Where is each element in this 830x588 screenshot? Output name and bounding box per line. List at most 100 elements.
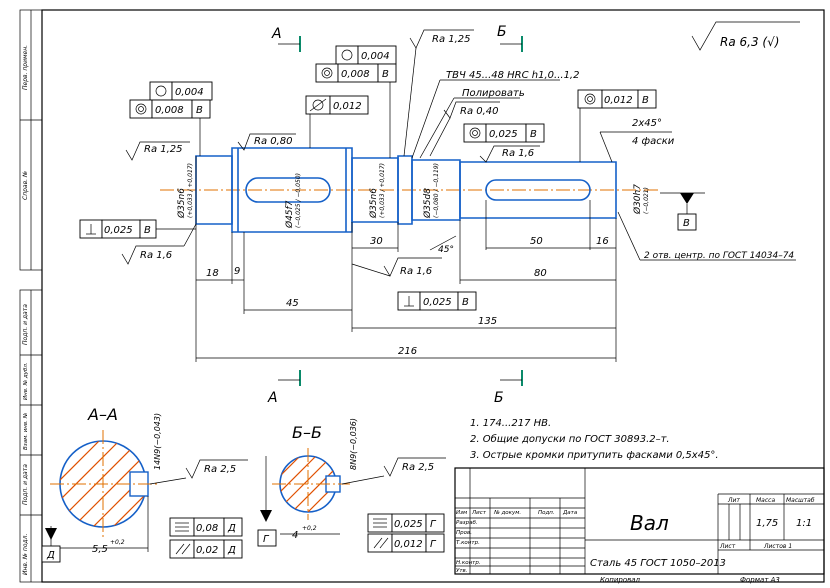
svg-text:0,02: 0,02 [196, 545, 218, 556]
svg-text:16: 16 [596, 236, 609, 247]
svg-text:30: 30 [370, 236, 383, 247]
tol-frame-6: 0,025 В [79, 219, 196, 239]
svg-text:0,012: 0,012 [394, 539, 423, 550]
svg-text:80: 80 [534, 268, 547, 279]
svg-text:0,08: 0,08 [196, 523, 218, 534]
svg-text:0,012: 0,012 [604, 95, 633, 106]
svg-text:Подп.: Подп. [538, 510, 555, 516]
svg-text:50: 50 [530, 236, 543, 247]
left-strip: Перв. примен. Справ. № Подп. и дата Инв.… [19, 9, 43, 583]
svg-text:Т.контр.: Т.контр. [456, 540, 480, 546]
strip-label-6: Подп. и дата [22, 464, 29, 505]
polish-note: Полировать [462, 88, 525, 99]
svg-text:Г: Г [430, 519, 437, 530]
svg-text:(−0,080 / −0,119): (−0,080 / −0,119) [433, 163, 440, 218]
svg-text:5,5: 5,5 [92, 544, 108, 555]
svg-text:Масса: Масса [756, 497, 775, 504]
svg-text:А–А: А–А [87, 405, 118, 424]
svg-text:+0,2: +0,2 [302, 525, 317, 532]
strip-label-2: Справ. № [22, 171, 29, 200]
svg-text:Ø35n6: Ø35n6 [176, 188, 187, 219]
svg-text:В: В [683, 218, 690, 229]
roughness-marks: Ra 1,25 Ra 1,25 Ra 0,80 Ra 0,40 Ra 1,6 R… [121, 29, 540, 277]
svg-text:0,025: 0,025 [423, 297, 452, 308]
tol-frame-4: 0,008 В [315, 63, 397, 158]
tol-frame-7: 0,012 В [577, 89, 657, 162]
title-block: Изм Лист № докум. Подп. Дата Разраб. Про… [454, 467, 825, 584]
svg-text:Копировал: Копировал [600, 576, 641, 584]
svg-text:Пров.: Пров. [456, 530, 472, 536]
scale-value: 1:1 [796, 518, 812, 529]
svg-text:Ra 2,5: Ra 2,5 [204, 464, 236, 475]
svg-text:0,025: 0,025 [394, 519, 423, 530]
svg-text:В: В [196, 105, 203, 116]
svg-text:Лит: Лит [727, 497, 740, 504]
svg-text:Ra 1,6: Ra 1,6 [400, 266, 432, 277]
svg-text:Формат А3: Формат А3 [740, 576, 780, 584]
section-marker-b-top: Б [497, 24, 523, 52]
heat-treatment-note: ТВЧ 45...48 HRC h1,0...1,2 [446, 70, 579, 81]
section-marker-b-bottom: Б [494, 370, 523, 406]
tol-frame-2: 0,008 В [129, 99, 211, 156]
svg-text:Ra 1,6: Ra 1,6 [502, 148, 534, 159]
general-roughness: Ra 6,3 (√) [691, 21, 800, 51]
process-notes: ТВЧ 45...48 HRC h1,0...1,2 Полировать 2x… [411, 70, 796, 261]
strip-label-4: Инв. № дубл. [23, 362, 29, 400]
svg-text:В: В [382, 69, 389, 80]
section-marker-a-top: А [271, 26, 301, 52]
svg-text:216: 216 [398, 346, 417, 357]
svg-text:(+0,033 / +0,017): (+0,033 / +0,017) [379, 163, 386, 218]
svg-text:Ra 0,40: Ra 0,40 [460, 106, 499, 117]
svg-text:18: 18 [206, 268, 219, 279]
svg-text:+0,2: +0,2 [110, 539, 125, 546]
svg-text:Д: Д [227, 523, 236, 534]
svg-text:Ra 1,25: Ra 1,25 [144, 144, 183, 155]
tol-frame-9: 0,025 В [397, 291, 477, 311]
datum-marker-v: В [660, 192, 705, 231]
svg-text:14N9(−0,043): 14N9(−0,043) [153, 413, 162, 470]
note-2: 2. Общие допуски по ГОСТ 30893.2–т. [470, 433, 670, 445]
svg-text:0,008: 0,008 [341, 69, 370, 80]
svg-text:45: 45 [286, 298, 299, 309]
note-1: 1. 174...217 HB. [470, 418, 551, 429]
svg-text:Лист: Лист [719, 543, 736, 550]
svg-text:(+0,033 / +0,017): (+0,033 / +0,017) [187, 163, 194, 218]
technical-notes: 1. 174...217 HB. 2. Общие допуски по ГОС… [470, 418, 719, 461]
strip-label-3: Подп. и дата [22, 304, 29, 345]
svg-text:Масштаб: Масштаб [786, 497, 815, 504]
tol-frame-8: 0,025 В [463, 123, 545, 143]
svg-text:0,004: 0,004 [361, 51, 390, 62]
strip-label-7: Инв. № подл. [22, 534, 29, 575]
svg-text:Ra 1,25: Ra 1,25 [432, 34, 471, 45]
svg-text:Утв.: Утв. [456, 568, 468, 574]
part-material: Сталь 45 ГОСТ 1050–2013 [590, 558, 726, 569]
svg-text:Листов 1: Листов 1 [763, 543, 792, 550]
svg-text:Ra 0,80: Ra 0,80 [254, 136, 293, 147]
part-name: Вал [630, 511, 669, 535]
svg-text:Ø35d8: Ø35d8 [422, 188, 433, 219]
svg-text:0,025: 0,025 [104, 225, 133, 236]
shaft-main-view [160, 147, 660, 233]
centers-note: 2 отв. центр. по ГОСТ 14034–74 [644, 251, 794, 261]
svg-text:4: 4 [292, 530, 298, 541]
svg-text:(−0,021): (−0,021) [643, 187, 650, 214]
svg-text:0,025: 0,025 [489, 129, 518, 140]
svg-text:Д: Д [46, 550, 55, 561]
svg-text:9: 9 [234, 266, 240, 277]
section-marker-a-bottom: А [267, 370, 301, 406]
mass-value: 1,75 [756, 518, 778, 529]
angle-note: 45° [438, 245, 454, 255]
svg-text:0,004: 0,004 [175, 87, 204, 98]
tol-frame-1: 0,004 [149, 81, 213, 101]
svg-text:135: 135 [478, 316, 497, 327]
svg-text:Б–Б: Б–Б [292, 423, 322, 442]
svg-text:В: В [144, 225, 151, 236]
svg-text:Ø45f7: Ø45f7 [284, 200, 295, 229]
svg-text:Б: Б [494, 390, 504, 406]
dimensions: 18 9 45 30 50 16 80 135 216 [195, 200, 617, 362]
svg-text:Разраб.: Разраб. [456, 520, 478, 526]
note-3: 3. Острые кромки притупить фасками 0,5х4… [470, 450, 719, 461]
section-bb: Б–Б 8N9(−0,036) 4 +0,2 Г Ra 2,5 0,025 Г … [257, 418, 446, 553]
